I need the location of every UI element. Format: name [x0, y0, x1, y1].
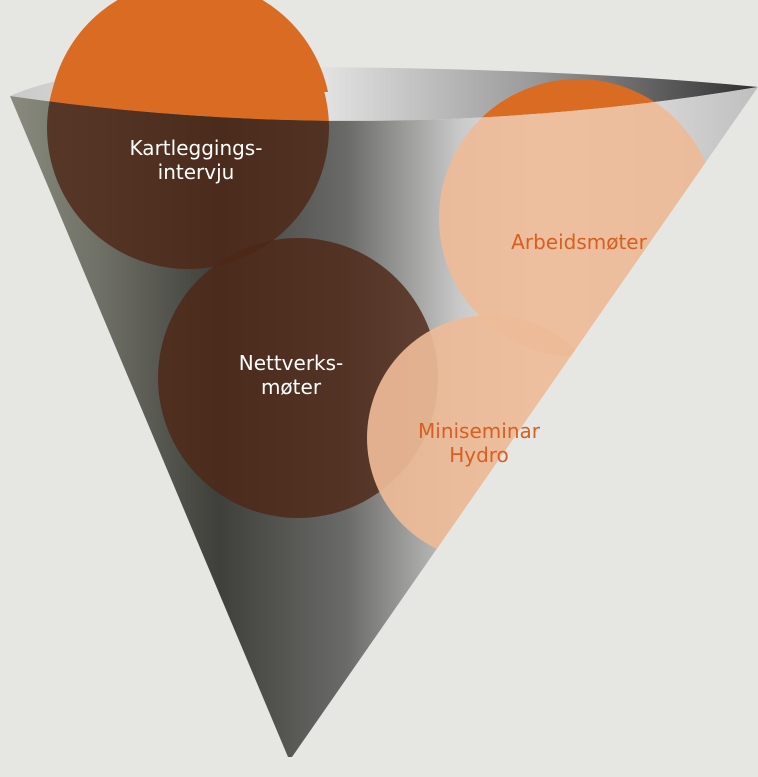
bubble-top-kartlegging: [52, 0, 328, 92]
label-line: Miniseminar: [418, 419, 540, 443]
label-line: intervju: [157, 160, 235, 184]
label-arbeid: Arbeidsmøter: [511, 230, 647, 254]
bubble-arbeid: [439, 87, 717, 357]
label-line: Hydro: [449, 443, 509, 467]
label-line: møter: [260, 375, 322, 399]
label-line: Arbeidsmøter: [511, 230, 647, 254]
label-nettverk: Nettverks- møter: [239, 351, 344, 399]
label-kartlegging: Kartleggings- intervju: [130, 136, 263, 184]
label-miniseminar: Miniseminar Hydro: [418, 419, 540, 467]
bubble-kartlegging: [47, 87, 329, 269]
label-line: Nettverks-: [238, 351, 344, 375]
label-line: Kartleggings-: [129, 136, 263, 160]
